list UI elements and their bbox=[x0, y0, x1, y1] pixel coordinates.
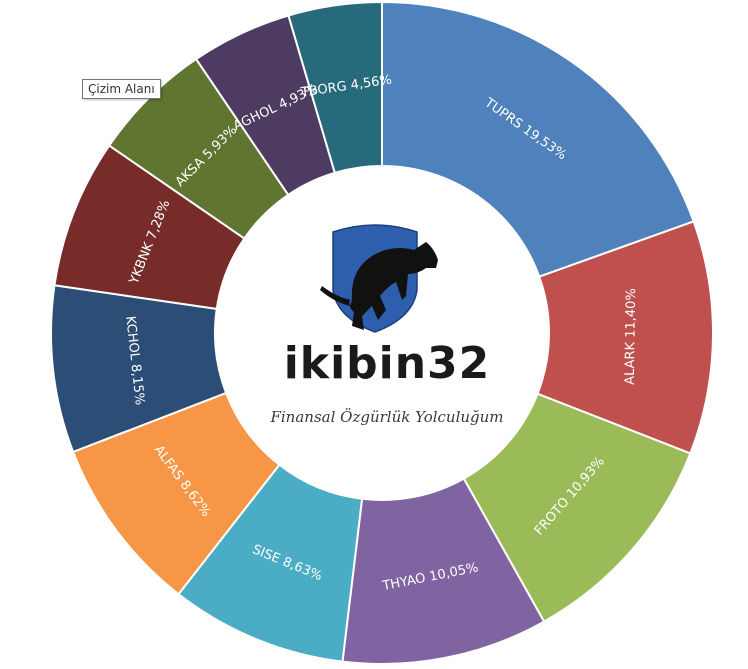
slice-tborg[interactable] bbox=[287, 0, 383, 175]
brand-tagline: Finansal Özgürlük Yolculuğum bbox=[270, 408, 504, 426]
plot-area-tooltip: Çizim Alanı bbox=[82, 79, 161, 99]
slice-label-alark: ALARK 11,40% bbox=[623, 288, 639, 385]
slice-tuprs[interactable] bbox=[381, 0, 695, 278]
bull-icon bbox=[320, 242, 438, 330]
brand-name: ikibin32 bbox=[283, 338, 491, 389]
donut-slices bbox=[50, 0, 714, 665]
logo bbox=[320, 224, 438, 333]
